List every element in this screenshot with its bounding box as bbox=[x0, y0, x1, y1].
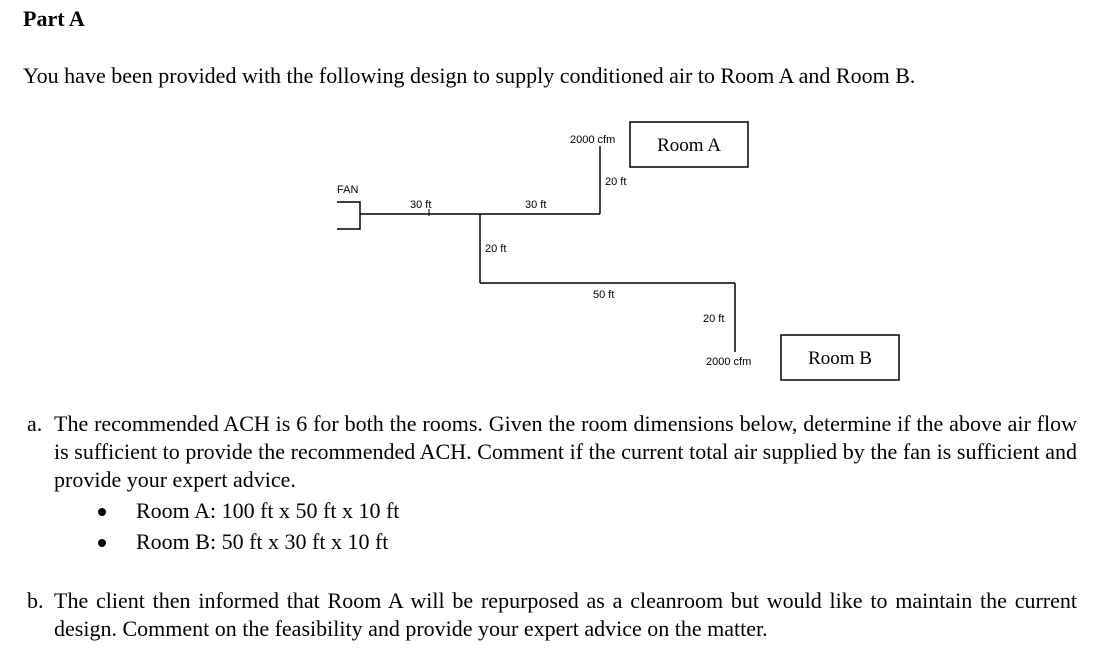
bullet-dot bbox=[98, 539, 106, 547]
bullet-room-a-text: Room A: 100 ft x 50 ft x 10 ft bbox=[136, 498, 400, 523]
room-a-box bbox=[629, 121, 749, 168]
fan-label: FAN bbox=[337, 184, 358, 196]
question-b: b. The client then informed that Room A … bbox=[27, 587, 1077, 643]
room-a-label: Room A bbox=[657, 135, 721, 156]
question-b-label: b. bbox=[27, 588, 44, 613]
question-b-text: The client then informed that Room A wil… bbox=[54, 588, 1077, 641]
seg-lower-run-label: 50 ft bbox=[593, 289, 614, 301]
seg-branch-b-label: 20 ft bbox=[703, 313, 724, 325]
seg-main-branch-label: 30 ft bbox=[525, 199, 546, 211]
flow-b-label: 2000 cfm bbox=[706, 356, 751, 368]
question-a: a. The recommended ACH is 6 for both the… bbox=[27, 410, 1077, 494]
question-a-label: a. bbox=[27, 411, 43, 436]
intro-text: You have been provided with the followin… bbox=[23, 63, 916, 88]
room-b-label: Room B bbox=[808, 348, 872, 369]
seg-branch-a-label: 20 ft bbox=[605, 176, 626, 188]
flow-a-label: 2000 cfm bbox=[570, 134, 615, 146]
question-a-text: The recommended ACH is 6 for both the ro… bbox=[54, 411, 1077, 492]
seg-fan-main-label: 30 ft bbox=[410, 199, 431, 211]
bullet-room-b-text: Room B: 50 ft x 30 ft x 10 ft bbox=[136, 529, 389, 554]
page-heading: Part A bbox=[23, 6, 85, 31]
bullet-dot bbox=[98, 508, 106, 516]
fan-symbol bbox=[337, 201, 361, 230]
room-b-box bbox=[780, 334, 900, 381]
seg-drop-label: 20 ft bbox=[485, 243, 506, 255]
